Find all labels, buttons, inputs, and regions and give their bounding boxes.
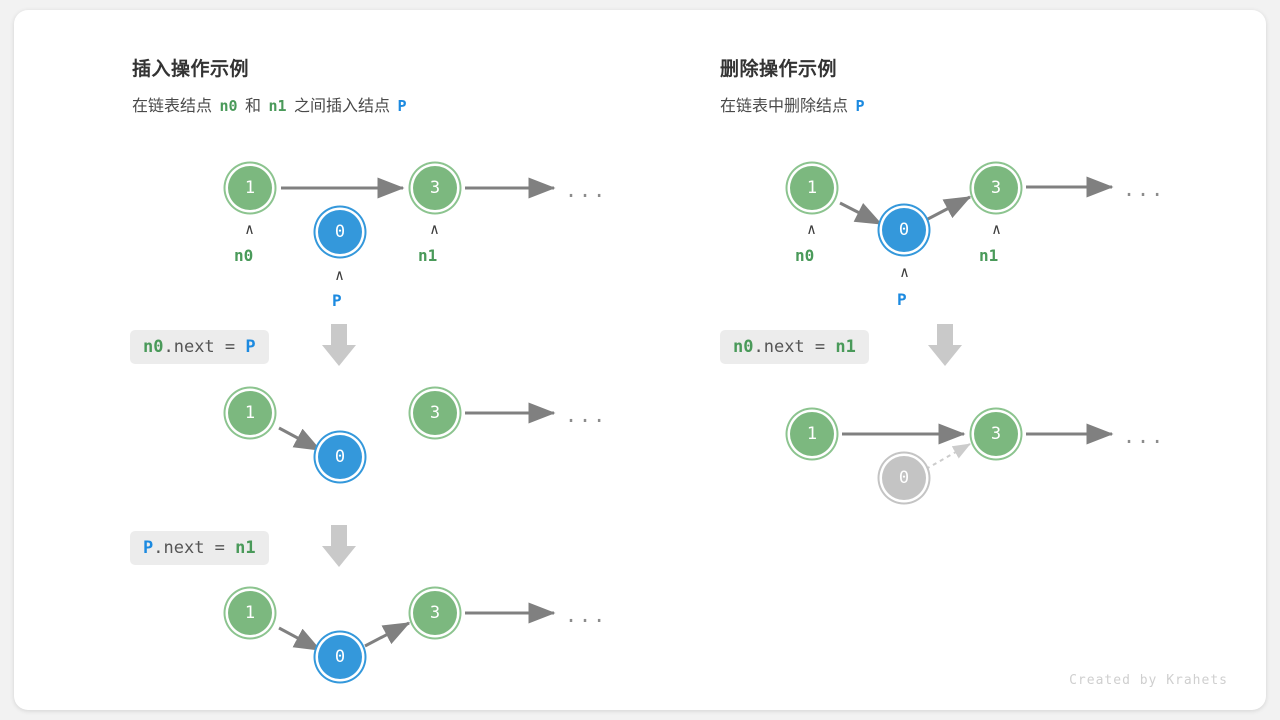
caret-p-delete-row1: ∧: [900, 263, 910, 281]
node-p-delete-row1: 0: [882, 208, 926, 252]
node-3-row2: 3: [413, 391, 457, 435]
code-middle-del: .next =: [753, 337, 836, 357]
code-var-right-2: n1: [235, 538, 256, 558]
node-0-row2: 0: [318, 435, 362, 479]
code-var-right-del: n1: [835, 337, 856, 357]
node-1-row2: 1: [228, 391, 272, 435]
subtitle-text-part3: 之间插入结点: [293, 98, 390, 115]
pointer-label-p-delete: P: [897, 290, 907, 309]
node-1-row3: 1: [228, 591, 272, 635]
code-var-left-del: n0: [733, 337, 754, 357]
delete-panel-title: 删除操作示例: [720, 59, 838, 80]
insert-panel-title: 插入操作示例: [132, 59, 250, 80]
pointer-label-n0-delete: n0: [795, 246, 815, 265]
subtitle-var-p: P: [397, 97, 407, 115]
insert-panel-subtitle: 在链表结点 n0 和 n1 之间插入结点 P: [132, 92, 409, 116]
step-down-arrow-insert-1: [322, 324, 356, 366]
code-chip-insert-step2: P.next = n1: [130, 531, 269, 566]
node-n1-row1: 3: [413, 166, 457, 210]
pointer-label-n1-delete: n1: [979, 246, 999, 265]
subtitle-text-part2: 和: [244, 98, 261, 115]
node-n0-row1: 1: [228, 166, 272, 210]
step-down-arrow-delete-1: [928, 324, 962, 366]
code-var-right-1: P: [245, 337, 256, 357]
node-n1-delete-row1: 3: [974, 166, 1018, 210]
subtitle-var-n0: n0: [219, 97, 238, 115]
node-3-row3: 3: [413, 591, 457, 635]
tail-ellipsis-delete-row2: ...: [1123, 424, 1166, 448]
subtitle-text-part1: 在链表结点: [132, 98, 213, 115]
tail-ellipsis-row1: ...: [565, 178, 608, 202]
code-middle-1: .next =: [163, 337, 246, 357]
pointer-label-n1-row1: n1: [418, 246, 438, 265]
node-1-delete-row2: 1: [790, 412, 834, 456]
code-var-left-2: P: [143, 538, 154, 558]
caret-n1-delete-row1: ∧: [992, 220, 1002, 238]
code-var-left-1: n0: [143, 337, 164, 357]
delete-panel-subtitle: 在链表中删除结点 P: [720, 92, 868, 116]
caret-n0-delete-row1: ∧: [807, 220, 817, 238]
caret-p-row1: ∧: [335, 266, 345, 284]
watermark-credit: Created by Krahets: [1069, 673, 1228, 688]
tail-ellipsis-row3: ...: [565, 603, 608, 627]
subtitle-var-n1: n1: [268, 97, 287, 115]
node-3-delete-row2: 3: [974, 412, 1018, 456]
tail-ellipsis-delete-row1: ...: [1123, 177, 1166, 201]
node-0-deleted: 0: [882, 456, 926, 500]
caret-n0-row1: ∧: [245, 220, 255, 238]
pointer-label-n0-row1: n0: [234, 246, 254, 265]
code-chip-delete-step1: n0.next = n1: [720, 330, 869, 365]
node-0-row3: 0: [318, 635, 362, 679]
caret-n1-row1: ∧: [430, 220, 440, 238]
diagram-card: 插入操作示例 在链表结点 n0 和 n1 之间插入结点 P: [14, 10, 1266, 710]
pointer-label-p-row1: P: [332, 291, 342, 310]
code-chip-insert-step1: n0.next = P: [130, 330, 269, 365]
delete-subtitle-text: 在链表中删除结点: [720, 98, 849, 115]
tail-ellipsis-row2: ...: [565, 403, 608, 427]
node-p-row1: 0: [318, 210, 362, 254]
node-n0-delete-row1: 1: [790, 166, 834, 210]
delete-subtitle-var-p: P: [855, 97, 865, 115]
panel-insert: 插入操作示例 在链表结点 n0 和 n1 之间插入结点 P: [14, 10, 674, 710]
code-middle-2: .next =: [153, 538, 236, 558]
step-down-arrow-insert-2: [322, 525, 356, 567]
panel-delete: 删除操作示例 在链表中删除结点 P 1 ∧: [674, 10, 1266, 710]
